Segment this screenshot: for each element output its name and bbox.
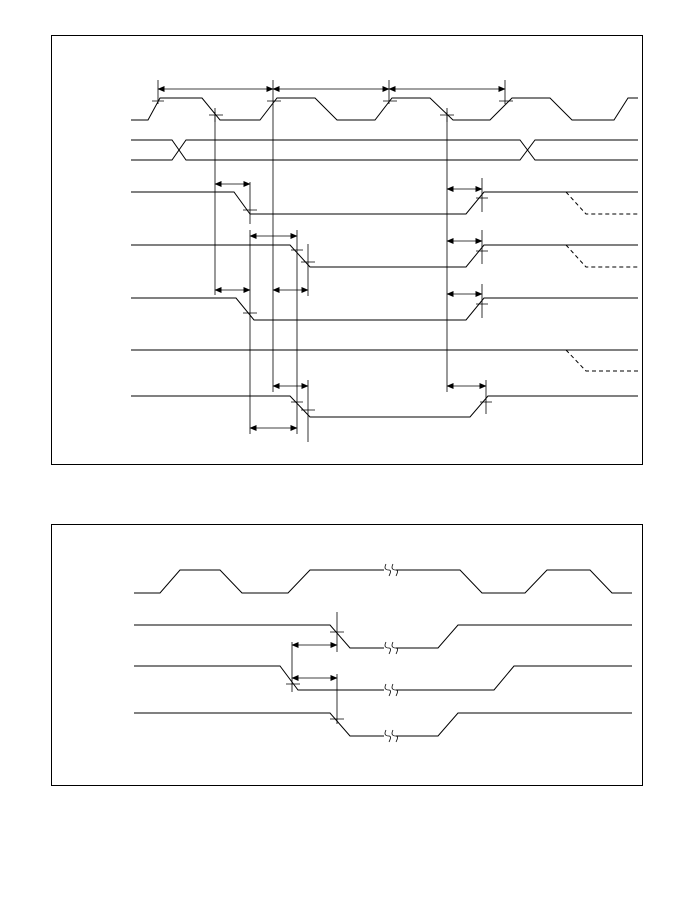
bottom-signal-2-waveform: [134, 624, 632, 649]
signal-4-dashed: [565, 244, 638, 268]
bottom-signal-3-break: [384, 683, 398, 697]
bottom-signal-3-waveform: [134, 665, 632, 691]
bottom-clock-break: [384, 563, 398, 577]
clock-edge-marks: [152, 100, 513, 122]
signal-4-waveform: [131, 244, 638, 268]
bottom-signal-2-break: [384, 641, 398, 655]
clock-waveform: [131, 97, 638, 121]
signal-3-waveform: [131, 191, 638, 215]
signal-3-dashed: [565, 191, 638, 215]
timing-diagram-top-frame: [51, 35, 643, 465]
address-bus-upper: [131, 139, 638, 161]
signal-7-waveform: [131, 395, 638, 418]
signal-6-dashed: [565, 349, 638, 372]
bottom-clock-waveform: [134, 569, 632, 594]
bottom-signal-4-waveform: [134, 712, 632, 737]
bottom-signal-4-break: [384, 729, 398, 743]
address-bus-lower: [131, 139, 638, 161]
signal-edge-marks: [243, 197, 492, 411]
signal-5-waveform: [131, 297, 638, 321]
timing-diagram-bottom-frame: [51, 524, 643, 786]
bottom-edge-marks: [286, 631, 344, 720]
